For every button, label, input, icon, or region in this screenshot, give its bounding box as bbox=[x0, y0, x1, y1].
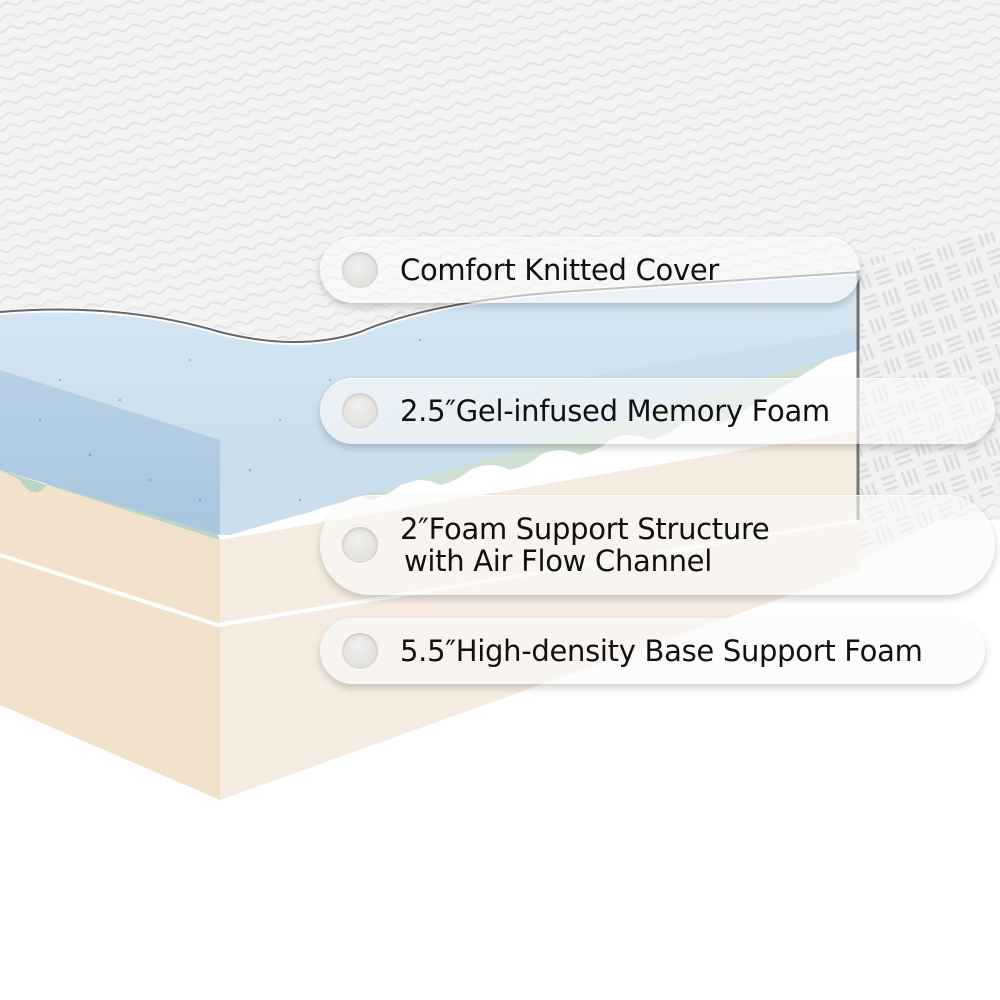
circle-bullet-icon bbox=[342, 393, 378, 429]
circle-bullet-icon bbox=[342, 252, 378, 288]
circle-bullet-icon bbox=[342, 527, 378, 563]
label-gel-infused-memory-foam: 2.5″Gel-infused Memory Foam bbox=[320, 378, 995, 444]
label-text: 2″Foam Support Structure with Air Flow C… bbox=[400, 512, 770, 578]
label-foam-support-structure: 2″Foam Support Structure with Air Flow C… bbox=[320, 495, 995, 595]
label-line-2: with Air Flow Channel bbox=[404, 544, 712, 578]
label-text: Comfort Knitted Cover bbox=[400, 253, 719, 287]
label-high-density-base-support-foam: 5.5″High-density Base Support Foam bbox=[320, 618, 985, 684]
label-text: 2.5″Gel-infused Memory Foam bbox=[400, 394, 830, 428]
circle-bullet-icon bbox=[342, 633, 378, 669]
label-line-1: 2″Foam Support Structure bbox=[400, 512, 770, 546]
label-text: 5.5″High-density Base Support Foam bbox=[400, 634, 923, 668]
label-comfort-knitted-cover: Comfort Knitted Cover bbox=[320, 237, 860, 303]
